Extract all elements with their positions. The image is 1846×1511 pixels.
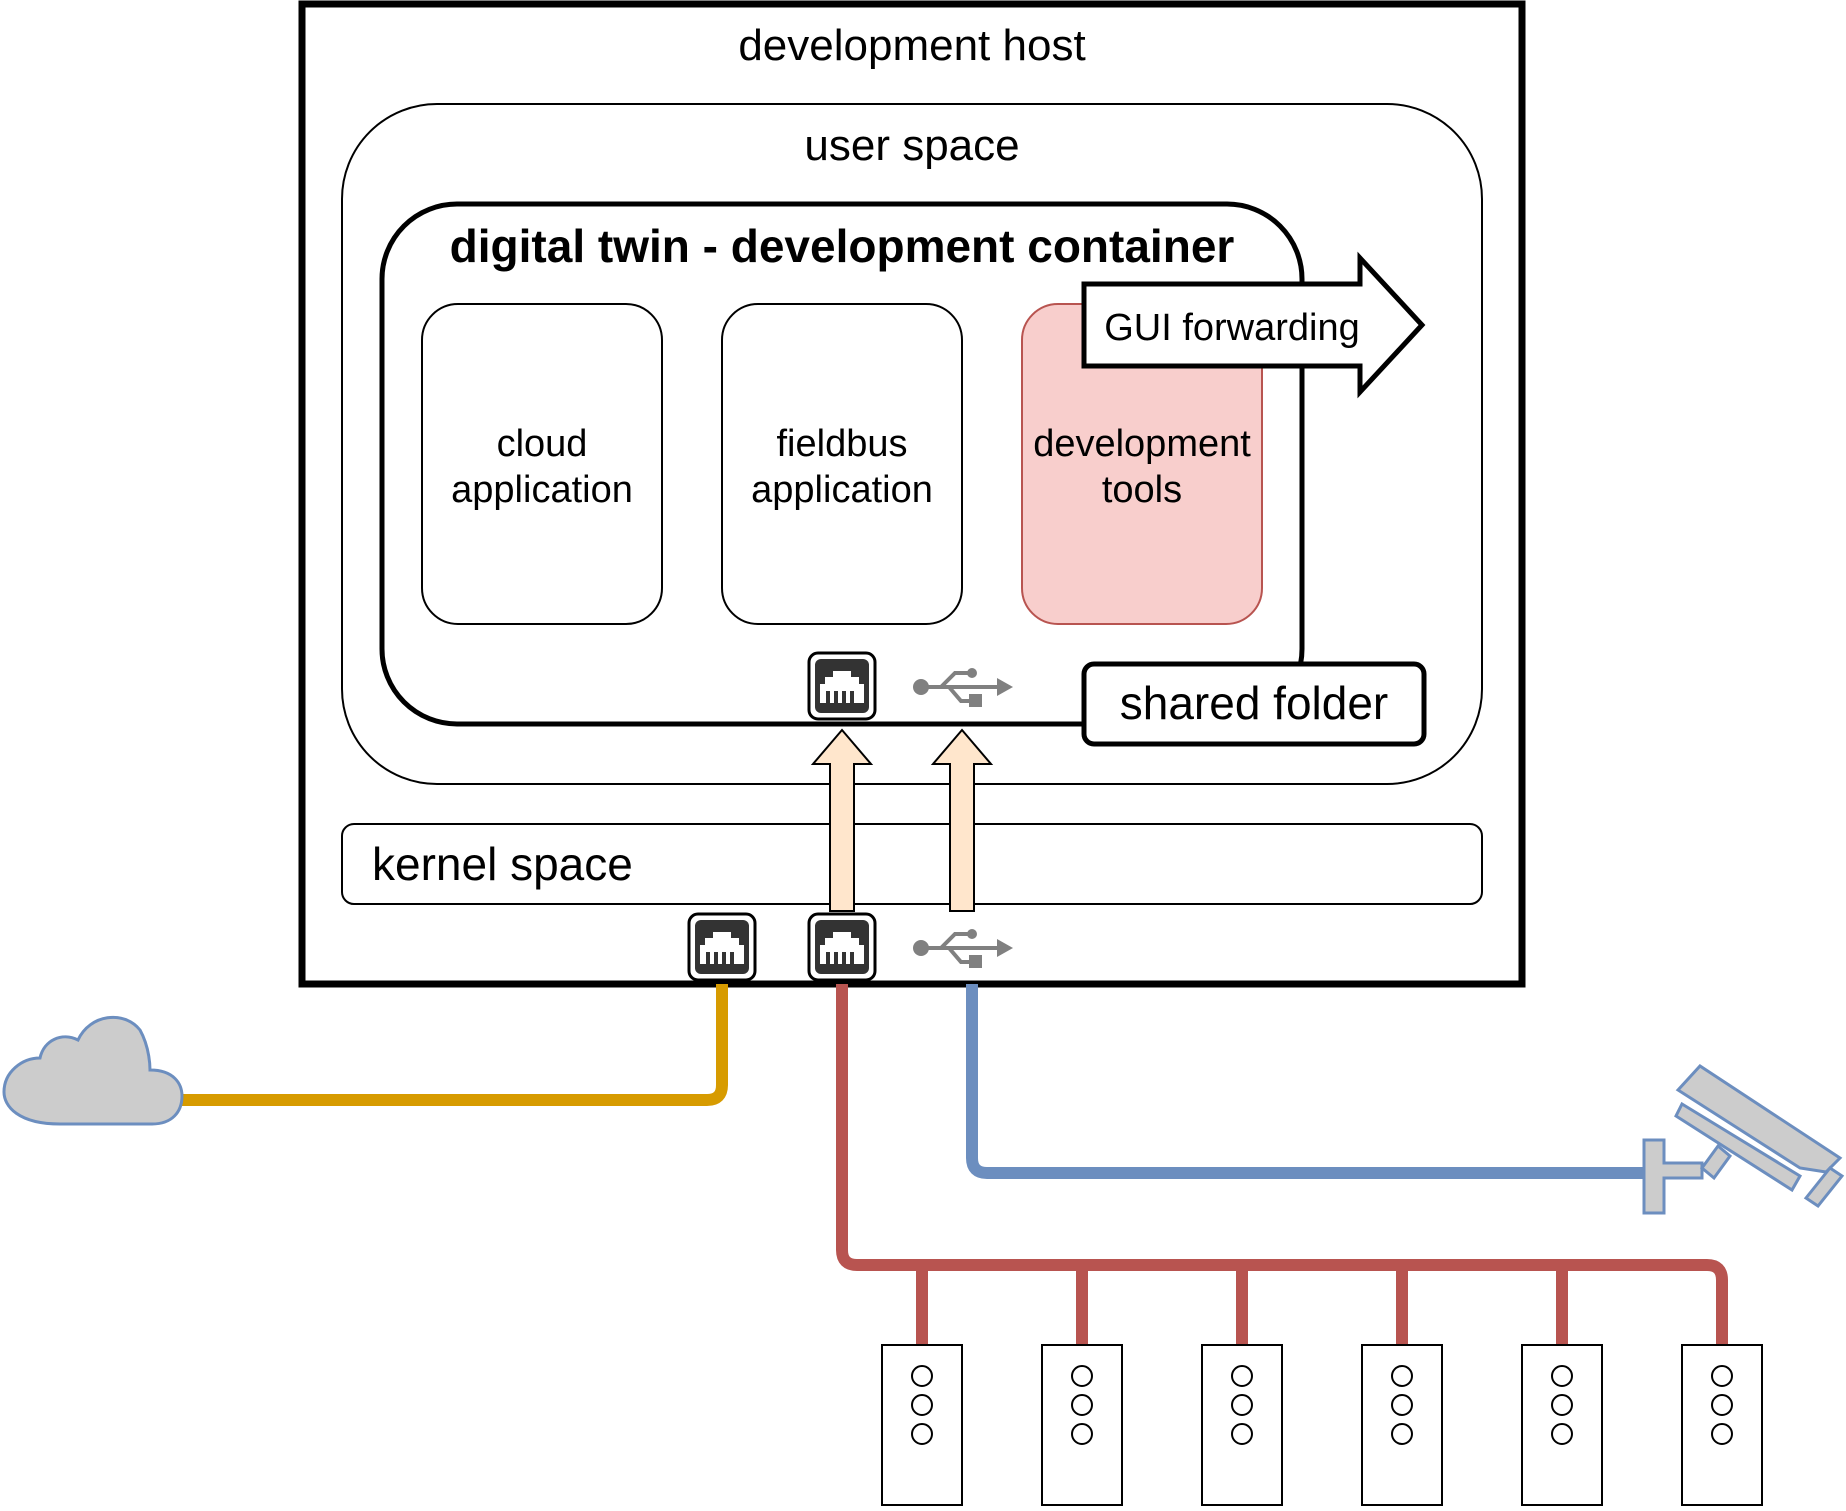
gui-forwarding-arrow — [1081, 251, 1426, 399]
user-space-title: user space — [804, 121, 1019, 170]
app-label-line2: application — [751, 469, 933, 511]
shared-folder-box — [1081, 661, 1427, 747]
fieldbus-device-icon — [1361, 1344, 1443, 1506]
fieldbus-device-icon — [1681, 1344, 1763, 1506]
ethernet-port-icon — [807, 912, 877, 982]
app-label-line2: tools — [1102, 469, 1182, 511]
fieldbus-devices — [881, 1344, 1763, 1506]
app-development-tools: development tools — [1021, 303, 1263, 625]
usb-cable — [966, 984, 1650, 1179]
camera-icon — [1642, 1064, 1845, 1215]
app-cloud-application: cloud application — [421, 303, 663, 625]
cloud-cable — [172, 984, 728, 1106]
app-box-cloud — [421, 303, 663, 625]
gui-forwarding-label: GUI forwarding — [1104, 307, 1360, 349]
fieldbus-device-icon — [1201, 1344, 1283, 1506]
shared-folder-label: shared folder — [1120, 677, 1389, 729]
ethernet-port-icon — [807, 651, 877, 721]
app-label-line2: application — [451, 469, 633, 511]
fieldbus-device-icon — [1041, 1344, 1123, 1506]
kernel-space-box — [341, 823, 1483, 905]
fieldbus-device-icon — [1521, 1344, 1603, 1506]
ethernet-port-icon — [687, 912, 757, 982]
ethernet-passthrough-arrow — [810, 728, 874, 912]
app-label-line1: fieldbus — [777, 423, 908, 465]
usb-passthrough-arrow — [930, 728, 994, 912]
cloud-icon — [2, 1015, 184, 1126]
app-fieldbus-application: fieldbus application — [721, 303, 963, 625]
development-host-title: development host — [738, 21, 1085, 70]
fieldbus-cable — [836, 984, 1728, 1345]
fieldbus-drops — [916, 1265, 1568, 1345]
development-container-title: digital twin - development container — [450, 220, 1235, 272]
app-label-line1: cloud — [497, 423, 588, 465]
fieldbus-device-icon — [881, 1344, 963, 1506]
app-box-fieldbus — [721, 303, 963, 625]
kernel-space-title: kernel space — [372, 838, 633, 890]
app-label-line1: development — [1033, 423, 1251, 465]
